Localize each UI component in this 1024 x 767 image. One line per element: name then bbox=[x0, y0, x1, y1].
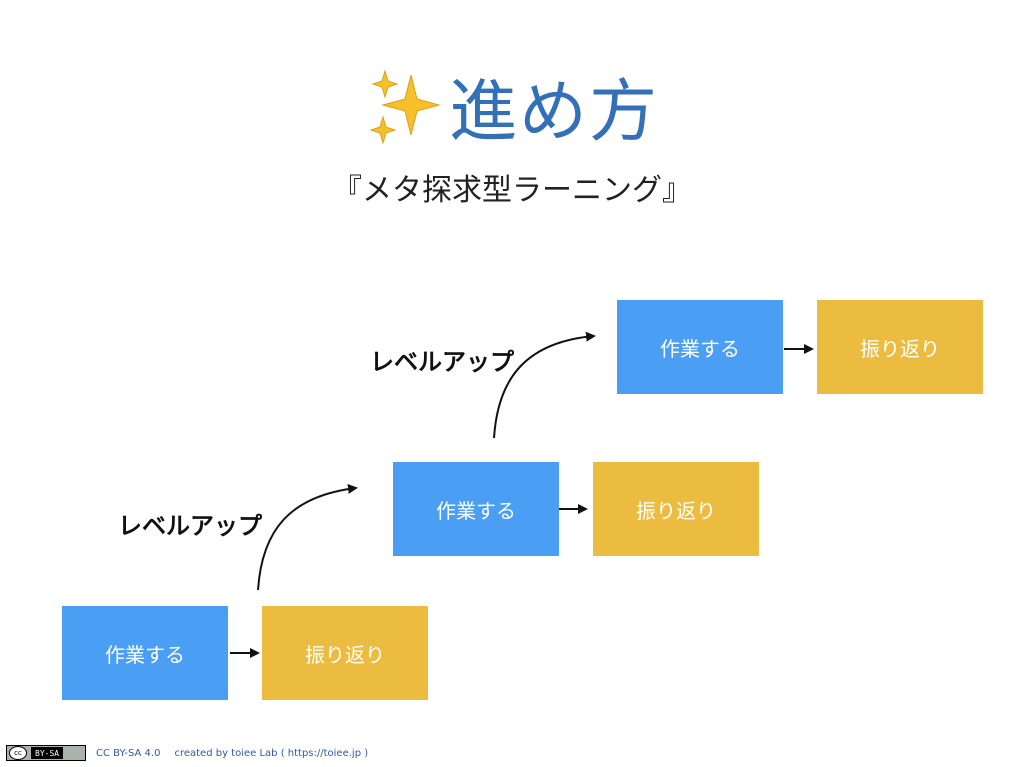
reflect-box: 振り返り bbox=[593, 462, 759, 556]
reflect-label: 振り返り bbox=[305, 642, 385, 667]
reflect-box: 振り返り bbox=[262, 606, 428, 700]
work-label: 作業する bbox=[660, 336, 740, 361]
level-up-label: レベルアップ bbox=[118, 512, 262, 540]
title-area: 進め方 bbox=[0, 60, 1024, 152]
cc-badge-text: BY-SA bbox=[31, 747, 64, 759]
credit-text: created by toiee Lab ( https://toiee.jp … bbox=[174, 747, 369, 759]
work-label: 作業する bbox=[105, 642, 185, 667]
footer: cc BY-SA CC BY-SA 4.0 created by toiee L… bbox=[6, 745, 368, 761]
license-text: CC BY-SA 4.0 bbox=[96, 747, 161, 759]
reflect-label: 振り返り bbox=[860, 336, 940, 361]
page-subtitle: 『メタ探求型ラーニング』 bbox=[332, 173, 692, 208]
reflect-label: 振り返り bbox=[636, 498, 716, 523]
work-box: 作業する bbox=[393, 462, 559, 556]
level-up-arrow bbox=[257, 484, 358, 591]
work-box: 作業する bbox=[617, 300, 783, 394]
level-up-label: レベルアップ bbox=[370, 348, 514, 376]
page-title: 進め方 bbox=[448, 72, 659, 152]
cc-by-sa-icon[interactable]: cc BY-SA bbox=[6, 745, 86, 761]
level-up-arrow bbox=[493, 331, 596, 439]
cc-icon: cc bbox=[9, 746, 27, 760]
sparkles-icon bbox=[369, 69, 441, 145]
work-box: 作業する bbox=[62, 606, 228, 700]
work-label: 作業する bbox=[436, 498, 516, 523]
reflect-box: 振り返り bbox=[817, 300, 983, 394]
